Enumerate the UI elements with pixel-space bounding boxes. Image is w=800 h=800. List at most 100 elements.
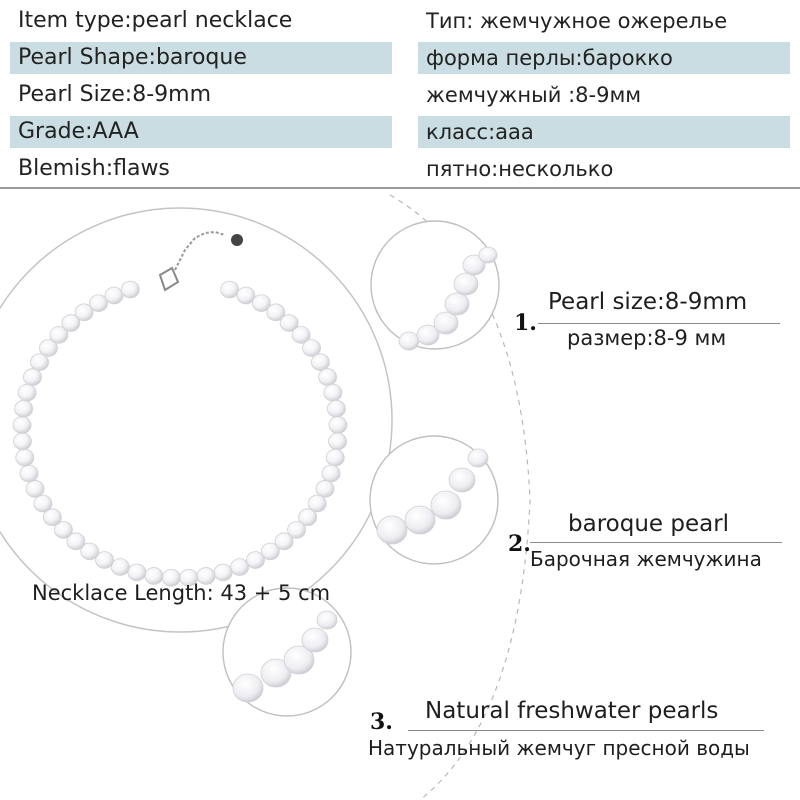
spec-ru: форма перлы:барокко [418, 42, 790, 74]
pearl [54, 521, 73, 539]
spec-row: Grade:AAA класс:ааа [0, 113, 800, 149]
pearl [298, 508, 318, 527]
product-figure: Necklace Length: 43 + 5 cm 1. Pearl size… [0, 189, 800, 800]
pearl [23, 368, 42, 386]
pearl [453, 272, 479, 296]
pearl [80, 542, 100, 561]
pearl [25, 480, 45, 498]
pearl [328, 432, 347, 451]
pearl [30, 353, 49, 371]
pearl [430, 490, 462, 520]
detail-rule-1 [538, 323, 780, 324]
pearl [95, 551, 114, 569]
spec-en: Pearl Shape:baroque [10, 42, 392, 74]
pearl [246, 551, 265, 569]
detail-number-3: 3. [370, 709, 393, 735]
pearl [15, 448, 35, 467]
spec-row: Pearl Size:8-9mm жемчужный :8-9мм [0, 76, 800, 112]
pearl [110, 558, 130, 576]
pearl [49, 326, 69, 344]
spec-en: Item type:pearl necklace [18, 8, 293, 33]
pearl [444, 292, 470, 316]
pearl [14, 399, 34, 418]
pearl [448, 467, 476, 493]
pearl [127, 563, 147, 582]
pearl [287, 521, 306, 539]
pearl [279, 314, 299, 332]
pearl [274, 532, 294, 551]
pearl [232, 673, 264, 703]
pearl [416, 324, 440, 346]
pearl [230, 558, 250, 576]
pearl [291, 326, 311, 344]
pearl [213, 563, 233, 582]
pearl [307, 494, 327, 513]
necklace-illustration [0, 194, 531, 800]
spec-en: Blemish:flaws [18, 156, 170, 181]
pearl [323, 383, 343, 402]
spec-ru: жемчужный :8-9мм [426, 83, 642, 107]
pearl-necklace [12, 280, 348, 587]
detail-subtitle-3: Натуральный жемчуг пресной воды [368, 736, 750, 760]
pearl [467, 448, 489, 468]
detail-title-3: Natural freshwater pearls [425, 698, 719, 724]
pearl [326, 399, 346, 418]
spec-ru: Тип: жемчужное ожерелье [426, 9, 728, 33]
pearl [328, 416, 348, 434]
pearl [325, 448, 345, 467]
pearl [33, 494, 53, 513]
spec-ru: пятно:несколько [426, 157, 614, 181]
pearl [311, 353, 330, 371]
spec-ru: класс:ааа [418, 116, 790, 148]
pearl [12, 416, 32, 434]
spec-row: Blemish:flaws пятно:несколько [0, 150, 800, 186]
pearl [260, 658, 292, 688]
detail-title-1: Pearl size:8-9mm [548, 289, 748, 315]
spec-table: Item type:pearl necklace Тип: жемчужное … [0, 0, 800, 188]
pearl [120, 280, 140, 299]
spec-row: Item type:pearl necklace Тип: жемчужное … [0, 2, 800, 38]
pearl [61, 314, 81, 332]
spec-en: Pearl Size:8-9mm [18, 82, 212, 107]
pearl [315, 480, 335, 498]
table-border [0, 187, 800, 189]
pearl [462, 254, 486, 276]
pearl [376, 515, 408, 545]
pearl [220, 280, 240, 299]
pearl [266, 303, 286, 322]
pearl [316, 610, 338, 630]
pearl [42, 508, 62, 527]
detail-subtitle-1: размер:8-9 мм [567, 326, 727, 350]
pearl [66, 532, 86, 551]
spec-row: Pearl Shape:baroque форма перлы:барокко [0, 39, 800, 75]
pearl [89, 294, 108, 312]
pearl [17, 383, 37, 402]
pearl [19, 464, 39, 483]
clasp [158, 230, 243, 292]
pearl [13, 432, 32, 451]
pearl [398, 331, 420, 351]
detail-circle-3 [222, 587, 352, 717]
detail-title-2: baroque pearl [568, 511, 730, 537]
pearl [104, 286, 124, 305]
detail-number-2: 2. [508, 531, 531, 557]
pearl [404, 505, 436, 535]
detail-rule-2 [530, 542, 782, 543]
detail-subtitle-2: Барочная жемчужина [530, 547, 762, 571]
detail-circle-2 [369, 435, 499, 565]
pearl [302, 339, 321, 357]
pearl [39, 339, 58, 357]
pearl [74, 303, 94, 322]
pearl [260, 542, 280, 561]
necklace-length-label: Necklace Length: 43 + 5 cm [32, 581, 331, 605]
detail-number-1: 1. [514, 310, 537, 336]
pearl [283, 645, 315, 675]
pearl [321, 464, 341, 483]
pearl [433, 311, 459, 335]
pearl [478, 246, 498, 264]
spec-en: Grade:AAA [10, 116, 392, 148]
detail-rule-3 [408, 730, 764, 731]
pearl [301, 627, 329, 653]
pearl [252, 294, 271, 312]
pearl [318, 368, 337, 386]
